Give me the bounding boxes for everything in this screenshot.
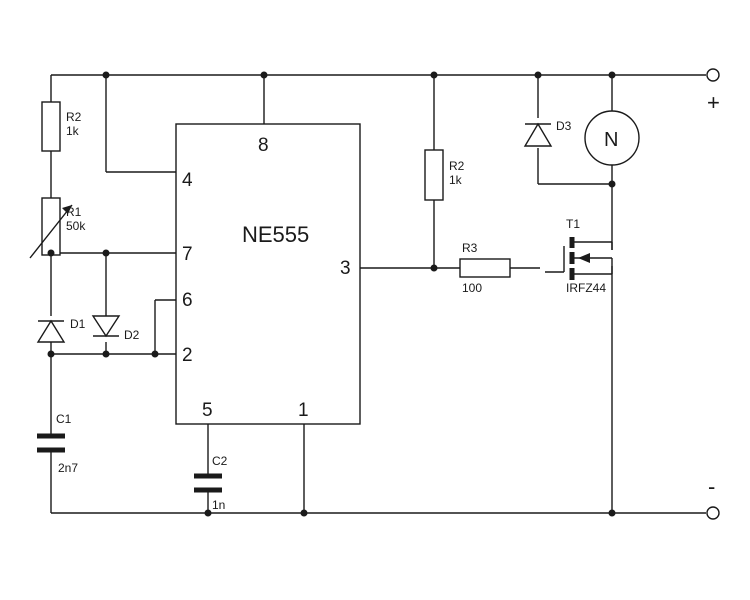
positive-terminal <box>706 68 720 82</box>
junction-dot <box>47 249 55 257</box>
diode-d2: D2 <box>91 315 140 342</box>
motor: N <box>584 110 640 166</box>
junction-dot <box>204 509 212 517</box>
diode-triangle <box>523 122 553 147</box>
negative-terminal-label: - <box>708 474 715 499</box>
diode-triangle <box>36 319 66 343</box>
r2-left-value: 1k <box>66 124 80 138</box>
mosfet-t1: T1 IRFZ44 <box>545 217 613 295</box>
c2-ref: C2 <box>212 454 228 468</box>
r2-left-ref: R2 <box>66 110 82 124</box>
motor-circle <box>584 110 640 166</box>
junction-dot <box>608 71 616 79</box>
r1-ref: R1 <box>66 205 82 219</box>
resistor-body <box>41 197 61 256</box>
junction-dot <box>430 264 438 272</box>
resistor-body <box>424 149 444 201</box>
junction-dot <box>102 350 110 358</box>
t1-value: IRFZ44 <box>566 281 606 295</box>
junctions <box>47 71 616 517</box>
d1-ref: D1 <box>70 317 86 331</box>
junction-dot <box>608 180 616 188</box>
r2-right-ref: R2 <box>449 159 465 173</box>
c1-value: 2n7 <box>58 461 78 475</box>
pin-7-label: 7 <box>182 244 193 265</box>
junction-dot <box>608 509 616 517</box>
diode-d3: D3 <box>523 119 572 147</box>
junction-dot <box>430 71 438 79</box>
t1-ref: T1 <box>566 217 580 231</box>
junction-dot <box>534 71 542 79</box>
resistor-body <box>459 258 511 278</box>
junction-dot <box>300 509 308 517</box>
junction-dot <box>260 71 268 79</box>
pin-4-label: 4 <box>182 170 193 191</box>
pin-5-label: 5 <box>202 400 213 421</box>
negative-terminal <box>706 506 720 520</box>
pin-6-label: 6 <box>182 290 193 311</box>
resistor-r2-right: R2 1k <box>424 149 465 201</box>
c2-value: 1n <box>212 498 225 512</box>
resistor-r2-left: R2 1k <box>41 101 82 152</box>
channel-arrow-icon <box>578 253 590 263</box>
junction-dot <box>47 350 55 358</box>
ne555-ic: NE555 8 4 7 6 2 3 5 1 <box>175 123 361 425</box>
d2-ref: D2 <box>124 328 140 342</box>
diode-d1: D1 <box>36 317 86 343</box>
ic-body <box>175 123 361 425</box>
diode-triangle <box>91 315 121 338</box>
r3-value: 100 <box>462 281 482 295</box>
pin-8-label: 8 <box>258 135 269 156</box>
d3-ref: D3 <box>556 119 572 133</box>
capacitor-c2: C2 1n <box>194 454 228 512</box>
resistor-r3: R3 100 <box>459 241 511 295</box>
r1-value: 50k <box>66 219 86 233</box>
motor-symbol: N <box>604 129 618 151</box>
terminals: + - <box>706 68 720 520</box>
adjust-arrow-icon <box>29 204 73 259</box>
junction-dot <box>102 249 110 257</box>
potentiometer-r1: R1 50k <box>29 197 86 259</box>
junction-dot <box>102 71 110 79</box>
ic-name: NE555 <box>242 222 309 247</box>
pin-1-label: 1 <box>298 400 309 421</box>
junction-dot <box>151 350 159 358</box>
r2-right-value: 1k <box>449 173 463 187</box>
positive-terminal-label: + <box>707 90 720 115</box>
c1-ref: C1 <box>56 412 72 426</box>
pin-2-label: 2 <box>182 345 193 366</box>
pin-3-label: 3 <box>340 258 351 279</box>
resistor-body <box>41 101 61 152</box>
arrow-head-icon <box>62 205 72 214</box>
r3-ref: R3 <box>462 241 478 255</box>
capacitor-c1: C1 2n7 <box>37 412 78 475</box>
